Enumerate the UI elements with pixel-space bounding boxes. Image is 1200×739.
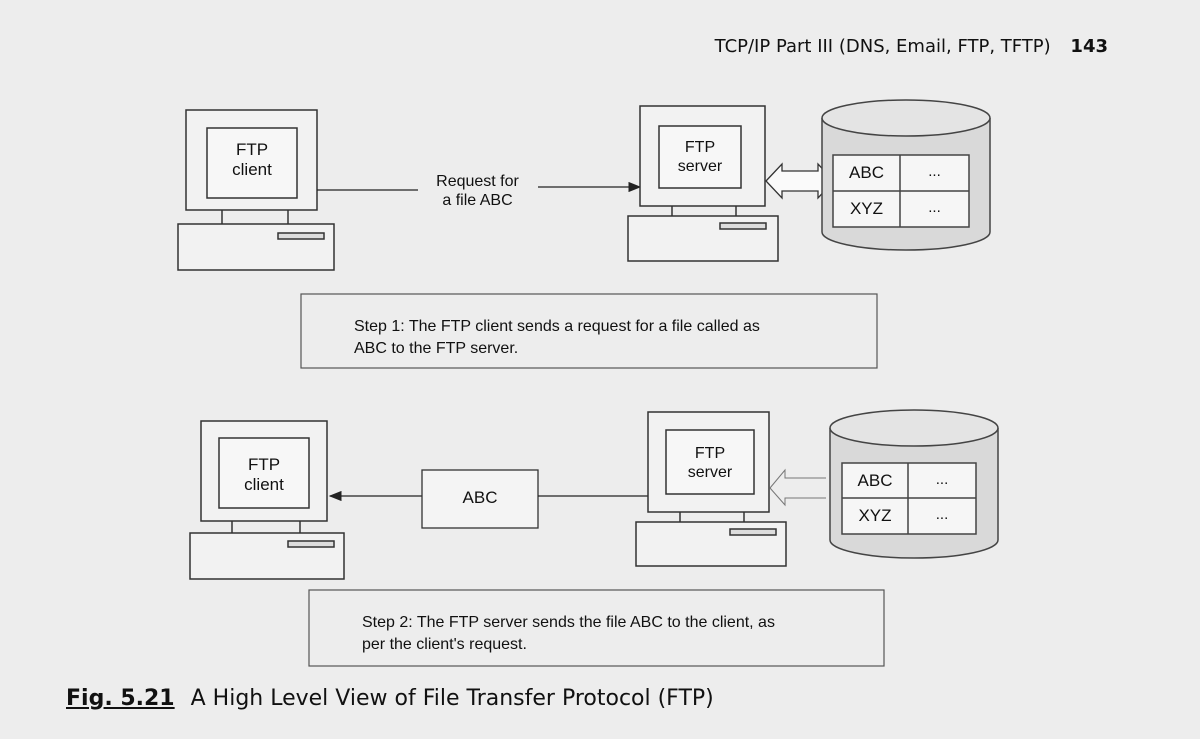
step1-table-cell: ... bbox=[928, 163, 941, 180]
running-header: TCP/IP Part III (DNS, Email, FTP, TFTP) … bbox=[715, 36, 1108, 57]
step2-table-cell: XYZ bbox=[858, 506, 892, 525]
figure-title: A High Level View of File Transfer Proto… bbox=[190, 686, 714, 711]
step2-table-cell: ABC bbox=[857, 471, 893, 490]
step1-table-cell: ABC bbox=[849, 163, 884, 182]
step2-table-cell: ... bbox=[935, 506, 949, 523]
step2-server-computer bbox=[635, 411, 787, 567]
page-number: 143 bbox=[1070, 36, 1108, 57]
step1-table-cell: ... bbox=[928, 199, 941, 216]
step1-table-cell: XYZ bbox=[849, 199, 884, 218]
step1-client-computer bbox=[177, 109, 335, 271]
step1-server-label: FTP server bbox=[677, 139, 723, 176]
figure-number: Fig. 5.21 bbox=[66, 686, 175, 711]
step1-description-box bbox=[300, 293, 878, 369]
step1-client-label: FTP client bbox=[232, 140, 272, 180]
step2-description: Step 2: The FTP server sends the file AB… bbox=[362, 614, 775, 653]
step1-description: Step 1: The FTP client sends a request f… bbox=[354, 318, 760, 357]
step1-request-label: Request for a file ABC bbox=[436, 173, 519, 210]
step2-table-cell: ... bbox=[935, 471, 949, 488]
step2-file-label: ABC bbox=[462, 488, 498, 507]
step1-server-computer bbox=[627, 105, 779, 262]
step2-server-label: FTP server bbox=[687, 445, 733, 482]
step2-client-computer bbox=[189, 420, 345, 580]
step2-client-label: FTP client bbox=[244, 455, 284, 495]
step2-description-box bbox=[308, 589, 885, 667]
running-title: TCP/IP Part III (DNS, Email, FTP, TFTP) bbox=[714, 36, 1051, 57]
step2-file-box bbox=[421, 469, 539, 529]
step1-database bbox=[821, 99, 991, 251]
step2-connector bbox=[769, 468, 826, 507]
step2-database bbox=[829, 409, 999, 559]
figure-caption: Fig. 5.21 A High Level View of File Trans… bbox=[66, 686, 714, 711]
